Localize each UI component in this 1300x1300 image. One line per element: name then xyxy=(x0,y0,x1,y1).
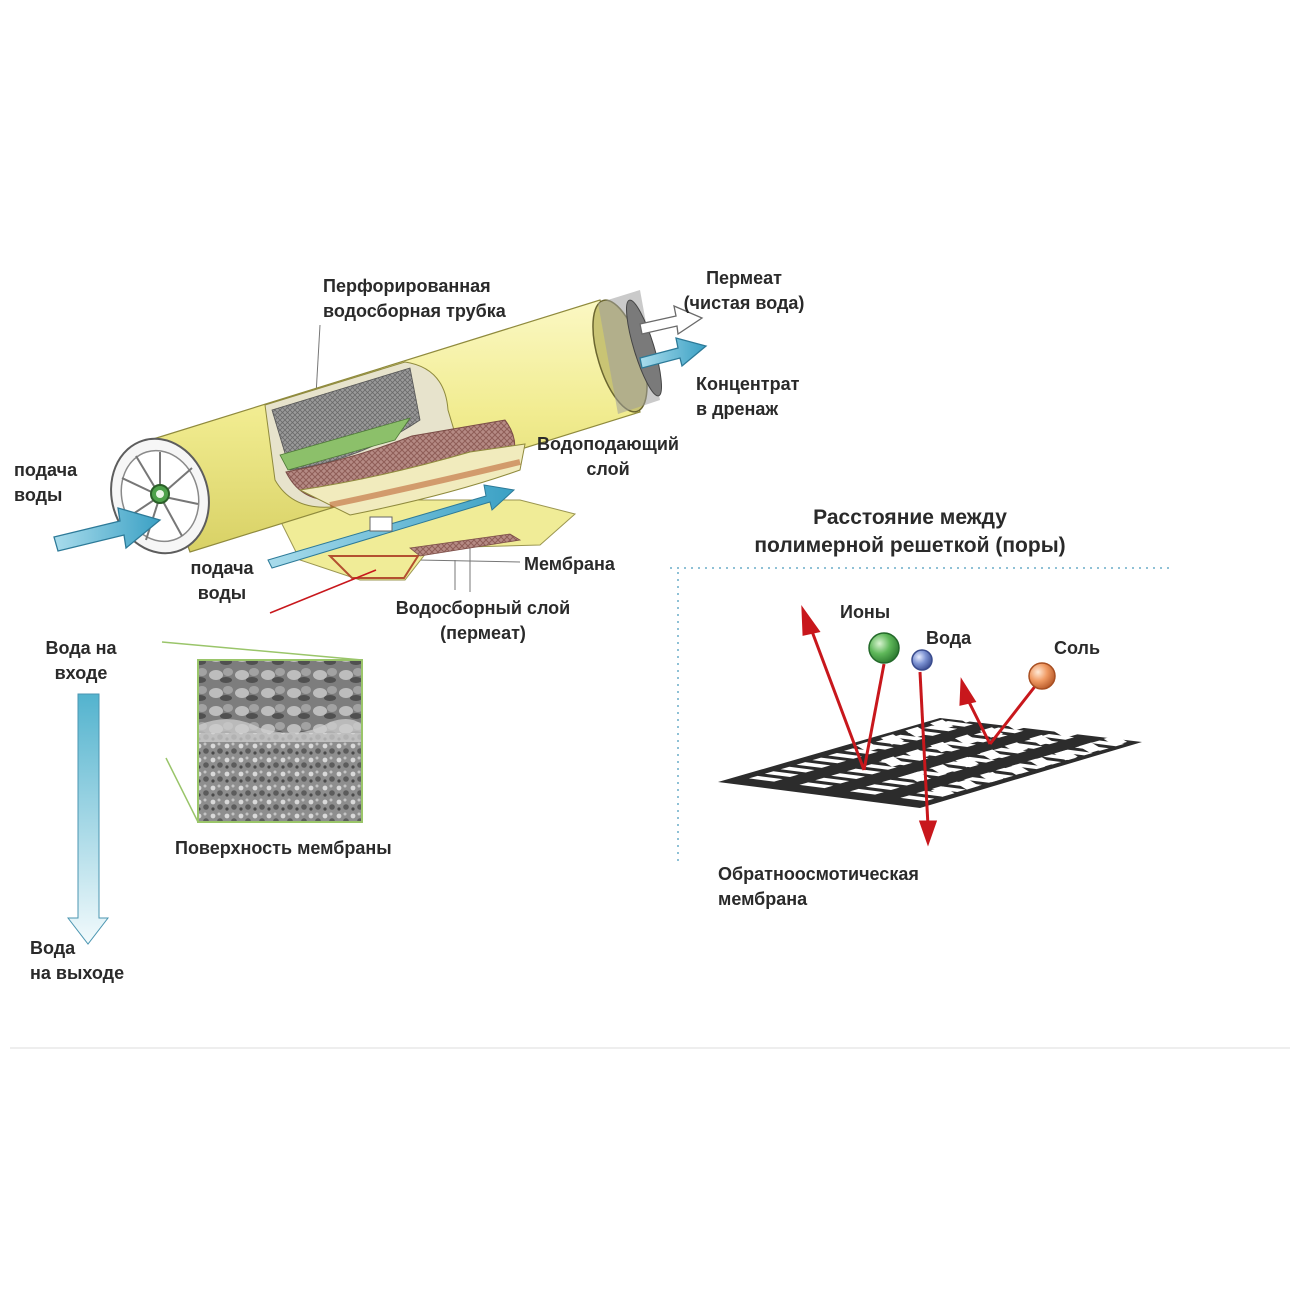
lattice-pore xyxy=(930,764,955,775)
membrane-label: Мембрана xyxy=(524,554,615,574)
membrane-surface-image xyxy=(161,641,363,823)
lattice-pore xyxy=(954,734,979,745)
vertical-flow-arrow xyxy=(66,693,110,945)
membrane-surface-label: Поверхность мембраны xyxy=(175,838,392,858)
lattice-pore xyxy=(930,741,954,753)
lattice-pore xyxy=(930,719,954,730)
water-particle-label: Вода xyxy=(926,628,972,648)
lattice-pore xyxy=(992,747,1027,754)
permeate-label: Пермеат (чистая вода) xyxy=(683,268,805,313)
lattice-pore xyxy=(954,712,979,723)
lattice-pore xyxy=(1078,720,1103,731)
permeate-layer-label: Водосборный слой (пермеат) xyxy=(395,598,571,643)
lattice-pore xyxy=(955,756,979,768)
lattice-pore xyxy=(905,771,930,782)
lattice-pore xyxy=(799,782,834,789)
feed-water-center-label: подача воды xyxy=(190,558,254,603)
pore-diagram xyxy=(670,567,1170,864)
lattice-pore xyxy=(748,775,783,782)
lattice-pore xyxy=(880,734,905,745)
lattice-pore xyxy=(989,727,1024,734)
lattice-pore xyxy=(939,721,974,727)
lattice-pore xyxy=(865,784,900,790)
lattice-pore xyxy=(812,757,847,764)
ro-module xyxy=(53,290,708,614)
lattice-pore xyxy=(1053,705,1078,716)
lattice-pore xyxy=(849,788,884,795)
lattice-pore xyxy=(1011,763,1046,770)
lattice-pore xyxy=(862,764,897,770)
lattice-pore xyxy=(880,756,905,767)
lattice-pore xyxy=(1054,749,1078,761)
lattice-pore xyxy=(942,741,976,747)
lattice-pore xyxy=(1078,742,1103,753)
ion-sphere xyxy=(868,632,900,664)
water-sphere xyxy=(911,649,933,671)
water-out-label: Вода на выходе xyxy=(30,938,125,983)
pore-diagram-title: Расстояние между полимерной решеткой (по… xyxy=(754,506,1066,557)
lattice-pore xyxy=(980,771,1004,783)
lattice-pore xyxy=(1028,690,1053,701)
salt-sphere xyxy=(1028,662,1056,690)
lattice-pore xyxy=(1028,712,1053,723)
lattice-pore xyxy=(764,771,799,777)
lattice-pore xyxy=(1029,734,1053,746)
lattice-pore xyxy=(828,753,863,759)
lattice-pore xyxy=(844,748,878,755)
lattice-pore xyxy=(1053,727,1078,738)
ions-label: Ионы xyxy=(840,602,891,622)
lattice-pore xyxy=(963,777,998,783)
water-in-label: Вода на входе xyxy=(45,638,117,683)
lattice-pore xyxy=(894,754,929,761)
lattice-pore xyxy=(1004,742,1029,753)
feed-water-left-label: подача воды xyxy=(14,460,78,505)
perforated-tube-label: Перфорированная водосборная трубка xyxy=(323,276,506,321)
lattice-pore xyxy=(1004,719,1028,731)
lattice-pore xyxy=(979,749,1004,760)
lattice-pore xyxy=(930,786,955,797)
ro-membrane-label: Обратноосмотическая мембрана xyxy=(718,864,919,909)
lattice-pore xyxy=(955,779,980,790)
lattice-pore xyxy=(780,766,815,773)
lattice-pore xyxy=(891,734,926,741)
concentrate-label: Концентрат в дренаж xyxy=(696,374,800,419)
lattice-pore xyxy=(1029,757,1054,768)
lattice-pore xyxy=(815,777,850,784)
lattice-pore xyxy=(846,768,881,775)
feed-spacer-label: Водоподающий слой xyxy=(537,434,679,479)
lattice-pore xyxy=(831,773,865,779)
lattice-pore xyxy=(796,762,831,768)
polymer-lattice xyxy=(718,690,1142,808)
lattice-pore xyxy=(881,779,916,786)
lattice-pore xyxy=(913,770,948,777)
salt-label: Соль xyxy=(1054,638,1101,658)
lattice-pore xyxy=(1103,735,1128,746)
lattice-pore xyxy=(1040,734,1075,740)
lattice-pore xyxy=(1004,764,1029,775)
lattice-pore xyxy=(979,704,1003,716)
